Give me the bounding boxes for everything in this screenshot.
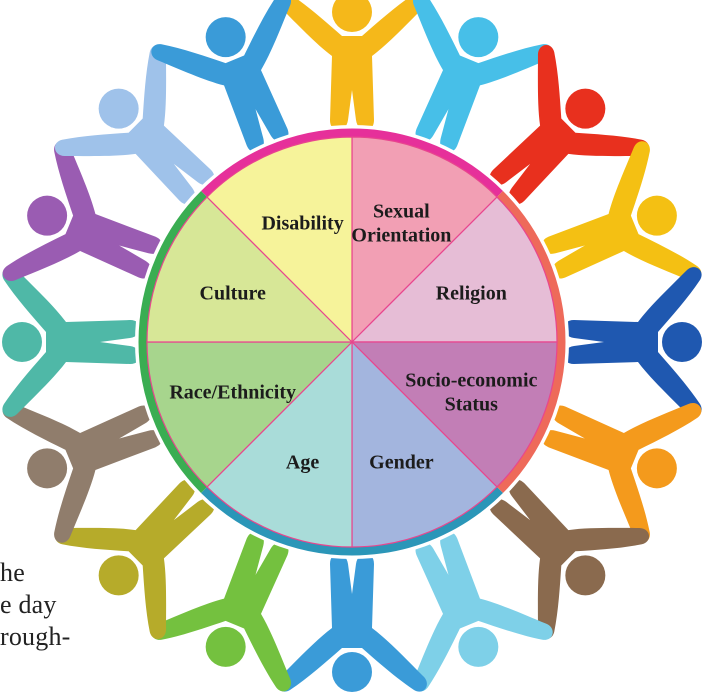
person-figure: [489, 45, 649, 205]
wheel-segment-culture: [146, 196, 354, 343]
person-figure: [541, 403, 702, 543]
person-figure: [541, 141, 702, 281]
person-figure: [489, 479, 649, 639]
wheel-segment-religion: [350, 196, 558, 343]
wheel-rim-arc: [496, 191, 566, 493]
wheel-label-age: Age: [286, 451, 319, 473]
people-figures-ring: [2, 0, 702, 692]
person-figure: [413, 531, 553, 692]
person-figure: [151, 531, 291, 692]
wheel-label-race-ethnicity: Race/Ethnicity: [169, 381, 296, 403]
wheel-rim-arc: [138, 191, 208, 493]
wheel-label-culture: Culture: [200, 283, 266, 305]
person-figure: [563, 267, 702, 417]
wheel-segment-socio-economic-status: [350, 341, 558, 488]
wheel-label-disability: Disability: [261, 213, 343, 235]
wheel-label-gender: Gender: [369, 451, 434, 473]
page-text-line-1: he: [0, 558, 25, 587]
wheel-rim-arc: [201, 486, 503, 556]
person-figure: [55, 479, 215, 639]
page-text-line-2: e day: [0, 590, 57, 619]
wheel-segment-gender: [351, 340, 498, 548]
person-figure: [55, 45, 215, 205]
person-figure: [151, 0, 291, 153]
wheel-segment-sexual-orientation: [351, 136, 498, 344]
person-figure: [277, 553, 427, 692]
person-figure: [2, 141, 163, 281]
person-figure: [2, 403, 163, 543]
person-figure: [2, 267, 141, 417]
wheel-segment-disability: [206, 136, 353, 344]
wheel-rim-arc: [201, 128, 503, 198]
person-figure: [413, 0, 553, 153]
person-figure: [277, 0, 427, 131]
page-text-line-3: rough-: [0, 622, 71, 651]
wheel-label-religion: Religion: [436, 283, 507, 305]
wheel-segment-race-ethnicity: [146, 341, 354, 488]
wheel-segment-age: [206, 340, 353, 548]
